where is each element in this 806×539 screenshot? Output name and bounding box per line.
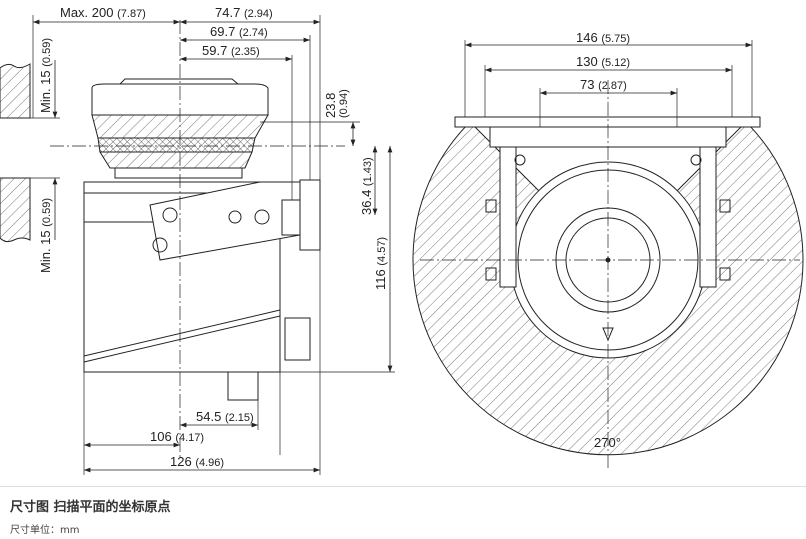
dim-23-8: 23.8: [323, 93, 338, 118]
wall-top: [0, 63, 31, 119]
dimension-drawing: Max. 200 (7.87) 74.7 (2.94) 69.7 (2.74) …: [0, 5, 804, 475]
caption-unit: 尺寸单位：mm: [10, 525, 80, 536]
dim-73: 73 (2.87): [580, 77, 627, 92]
dim-126: 126 (4.96): [170, 454, 224, 469]
scanner-side-view: [83, 78, 321, 401]
dim-146: 146 (5.75): [576, 30, 630, 45]
dim-23-8-inch: (0.94): [338, 89, 350, 118]
dim-min-15-bottom: Min. 15 (0.59): [38, 198, 53, 273]
wall-bottom: [0, 177, 31, 243]
dim-116: 116 (4.57): [373, 237, 388, 290]
dim-max-200: Max. 200 (7.87): [60, 5, 146, 20]
dim-54-5: 54.5 (2.15): [196, 409, 254, 424]
caption: 尺寸图 扫描平面的坐标原点 尺寸单位：mm: [0, 486, 806, 536]
dim-106: 106 (4.17): [150, 429, 204, 444]
dim-130: 130 (5.12): [576, 54, 630, 69]
caption-title: 尺寸图 扫描平面的坐标原点: [10, 500, 171, 515]
scan-angle-label: 270°: [594, 435, 621, 450]
dim-min-15-top: Min. 15 (0.59): [38, 38, 53, 113]
dim-69-7: 69.7 (2.74): [210, 24, 268, 39]
dim-74-7: 74.7 (2.94): [215, 5, 273, 20]
dim-59-7: 59.7 (2.35): [202, 43, 260, 58]
dim-36-4: 36.4 (1.43): [359, 157, 374, 215]
